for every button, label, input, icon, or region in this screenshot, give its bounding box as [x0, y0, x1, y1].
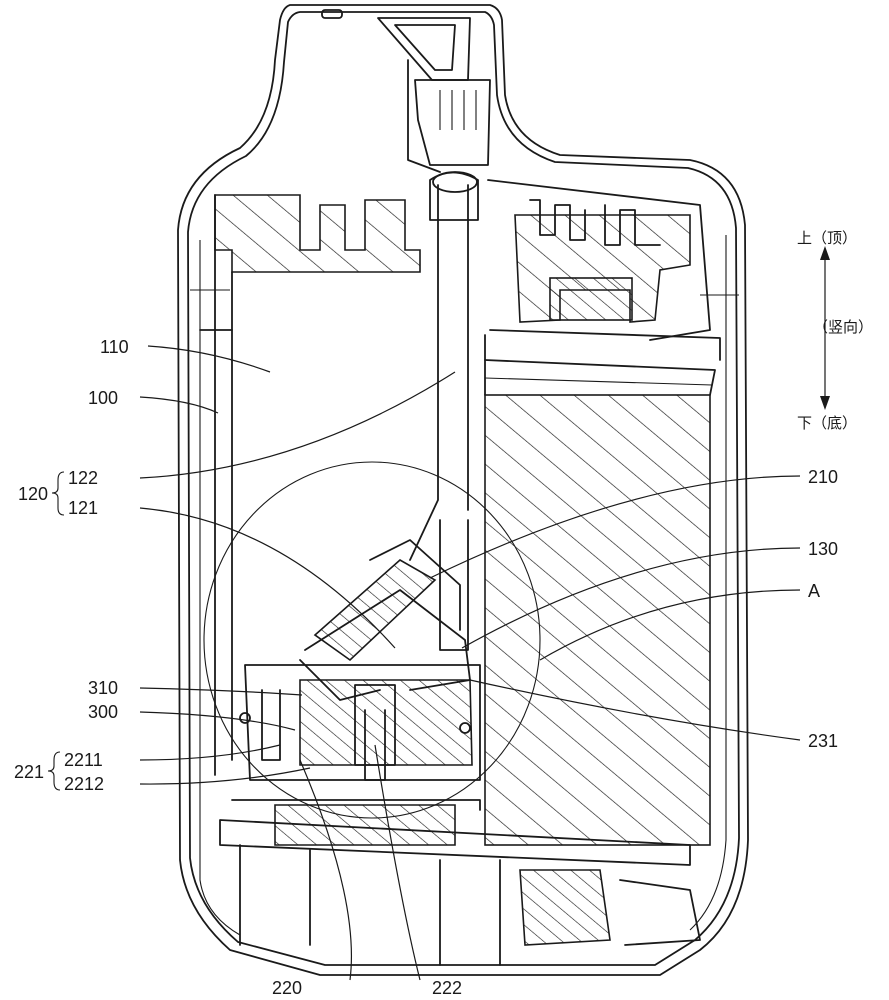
label-231: 231: [808, 731, 838, 751]
top-vent: [321, 9, 491, 173]
tank-wall: [199, 271, 233, 776]
direction-vertical-label: （竖向）: [813, 318, 873, 336]
leader-lines: [139, 345, 801, 981]
bracket-120: [51, 471, 65, 516]
label-300: 300: [88, 702, 118, 722]
bracket-221: [47, 751, 61, 791]
label-130: 130: [808, 539, 838, 559]
battery-block: [484, 334, 716, 846]
detail-circle-a: [203, 461, 541, 819]
bottom-plate: [219, 799, 701, 966]
label-2212: 2212: [64, 774, 104, 794]
label-100: 100: [88, 388, 118, 408]
direction-bottom-label: 下（底）: [797, 414, 857, 432]
label-222: 222: [432, 978, 462, 998]
direction-arrow: [820, 246, 830, 410]
label-310: 310: [88, 678, 118, 698]
label-122: 122: [68, 468, 98, 488]
label-210: 210: [808, 467, 838, 487]
label-220: 220: [272, 978, 302, 998]
arrow-up-icon: [820, 246, 830, 260]
right-top-mechanism: [487, 179, 721, 361]
arrow-down-icon: [820, 396, 830, 410]
base-block: [239, 664, 481, 781]
atomizer-assembly: [299, 519, 471, 701]
direction-top-label: 上（顶）: [797, 229, 857, 247]
label-110: 110: [100, 337, 129, 357]
label-221: 221: [14, 762, 44, 782]
top-seal: [214, 194, 421, 331]
label-a: A: [808, 581, 820, 601]
label-121: 121: [68, 498, 98, 518]
air-tube: [409, 171, 479, 561]
label-120: 120: [18, 484, 48, 504]
label-2211: 2211: [64, 750, 103, 770]
